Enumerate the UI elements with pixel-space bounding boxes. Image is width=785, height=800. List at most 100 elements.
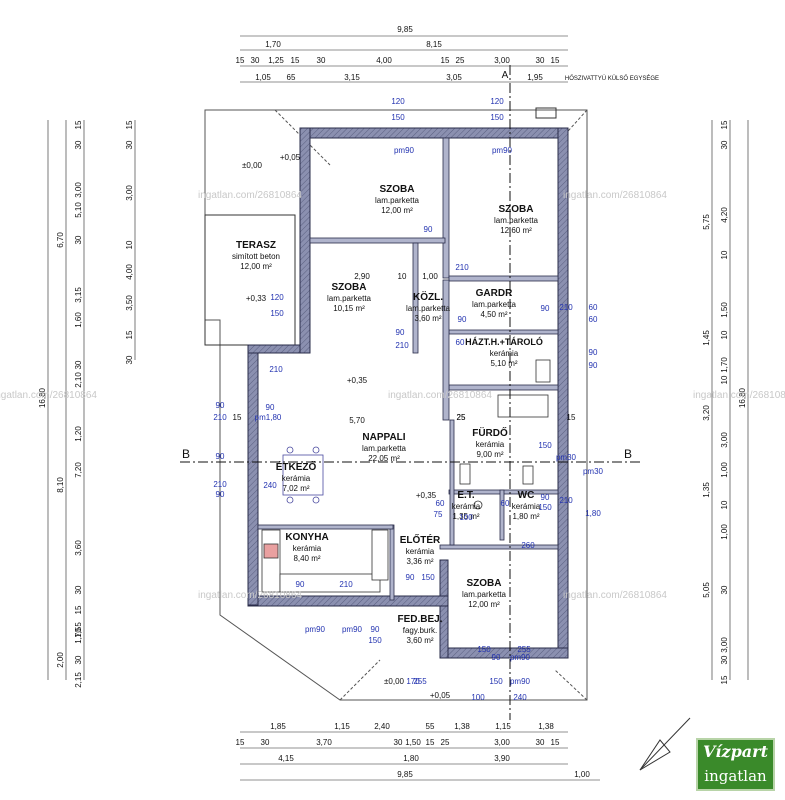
level-marker: +0,35 [347, 376, 368, 385]
dimension-text: 1,15 [334, 722, 350, 731]
opening-label: 1,80 [585, 509, 601, 518]
dimension-text: 9,85 [397, 770, 413, 779]
opening-label: 90 [424, 225, 433, 234]
opening-label: pm1,80 [255, 413, 282, 422]
dimension-text: 4,00 [125, 264, 134, 280]
dimension-text: 15 [125, 330, 134, 339]
room-area: 4,50 m² [480, 310, 507, 319]
dimension-text: 1,45 [702, 330, 711, 346]
room-area: 9,00 m² [476, 450, 503, 459]
room-name: KONYHA [285, 532, 328, 543]
dimension-text: 15 [233, 413, 242, 422]
dimension-text: 30 [317, 56, 326, 65]
section-lines [180, 65, 640, 720]
room-name: SZOBA [332, 282, 367, 293]
dimension-text: 3,00 [494, 56, 510, 65]
opening-label: pm90 [394, 146, 415, 155]
opening-label: 90 [216, 401, 225, 410]
room-material: kerámia [293, 544, 322, 553]
roof-outline [204, 109, 588, 701]
dimension-text: 25 [441, 738, 450, 747]
opening-label: 150 [489, 677, 503, 686]
watermark-text: ingatlan.com/26810864 [198, 590, 302, 601]
level-marker: +0,05 [430, 691, 451, 700]
dimension-text: 1,20 [74, 426, 83, 442]
room-material: kerámia [512, 502, 541, 511]
dimension-text: 2,40 [374, 722, 390, 731]
dimension-text: 3,15 [344, 73, 360, 82]
dimension-text: 30 [74, 235, 83, 244]
opening-label: 260 [521, 541, 535, 550]
dimension-text: 30 [536, 56, 545, 65]
room-material: lam.parketta [472, 300, 517, 309]
dimension-text: 10 [398, 272, 407, 281]
watermark-text: ingatlan.com/26810864 [388, 390, 492, 401]
dimension-text: 5,10 [74, 202, 83, 218]
opening-label: 210 [339, 580, 353, 589]
opening-label: 150 [391, 113, 405, 122]
opening-label: 210 [455, 263, 469, 272]
room-material: fagy.burk. [403, 626, 438, 635]
opening-label: 60 [589, 315, 598, 324]
opening-label: 210 [395, 341, 409, 350]
dimension-text: 1,55 [74, 622, 83, 638]
terrace-outline [204, 214, 296, 346]
dimension-text: 30 [74, 585, 83, 594]
room-name: TERASZ [236, 240, 276, 251]
room-name: ELŐTÉR [400, 533, 441, 546]
dimension-text: 30 [251, 56, 260, 65]
opening-label: 90 [406, 573, 415, 582]
level-marker: ±0,00 [242, 161, 263, 170]
dimension-text: 15 [74, 120, 83, 129]
room-name: ÉTKEZŐ [276, 460, 317, 473]
dimension-text: 1,35 [702, 482, 711, 498]
room-name: FED.BEJ. [397, 614, 442, 625]
ac-unit-icon [535, 107, 557, 119]
opening-label: 255 [517, 645, 531, 654]
room-area: 12,00 m² [381, 206, 413, 215]
opening-label: 150 [270, 309, 284, 318]
dimension-text: 15 [426, 738, 435, 747]
dimension-text: 4,20 [720, 207, 729, 223]
watermark-text: ingatlan.com/26810864 [0, 390, 97, 401]
room-material: kerámia [476, 440, 505, 449]
room-name: E.T. [457, 490, 474, 501]
room-name: SZOBA [380, 184, 415, 195]
level-marker: ±0,00 [384, 677, 405, 686]
dimension-text: 15 [441, 56, 450, 65]
opening-label: 150 [538, 503, 552, 512]
section-b-marker: B [182, 447, 190, 461]
dimension-text: 15 [551, 56, 560, 65]
dimension-text: 1,80 [403, 754, 419, 763]
dimension-text: 16,80 [738, 387, 747, 408]
dimension-text: 3,00 [720, 637, 729, 653]
room-material: kerámia [490, 349, 519, 358]
dimension-text: 3,90 [494, 754, 510, 763]
dimension-lines [47, 35, 749, 781]
watermark-text: ingatlan.com/26810864 [563, 190, 667, 201]
dimension-text: 5,70 [349, 416, 365, 425]
opening-label: pm90 [510, 653, 531, 662]
room-name: SZOBA [467, 578, 502, 589]
room-name: KÖZL. [413, 290, 443, 303]
room-name: SZOBA [499, 204, 534, 215]
dimension-text: 2,15 [74, 672, 83, 688]
dimension-text: 15 [236, 56, 245, 65]
room-name: NAPPALI [362, 432, 405, 443]
room-area: 12,60 m² [500, 226, 532, 235]
room-area: 12,00 m² [468, 600, 500, 609]
dimension-text: 2,90 [354, 272, 370, 281]
opening-label: 100 [471, 693, 485, 702]
room-material: lam.parketta [375, 196, 420, 205]
dimension-text: 65 [287, 73, 296, 82]
dimension-text: 1,00 [720, 524, 729, 540]
logo-line2: ingatlan [704, 767, 767, 785]
opening-label: 120 [391, 97, 405, 106]
room-area: 3,60 m² [406, 636, 433, 645]
dimension-text: 4,15 [278, 754, 294, 763]
opening-label: 90 [458, 315, 467, 324]
opening-label: 90 [541, 304, 550, 313]
opening-label: 150 [421, 573, 435, 582]
dimension-text: 1,70 [720, 357, 729, 373]
